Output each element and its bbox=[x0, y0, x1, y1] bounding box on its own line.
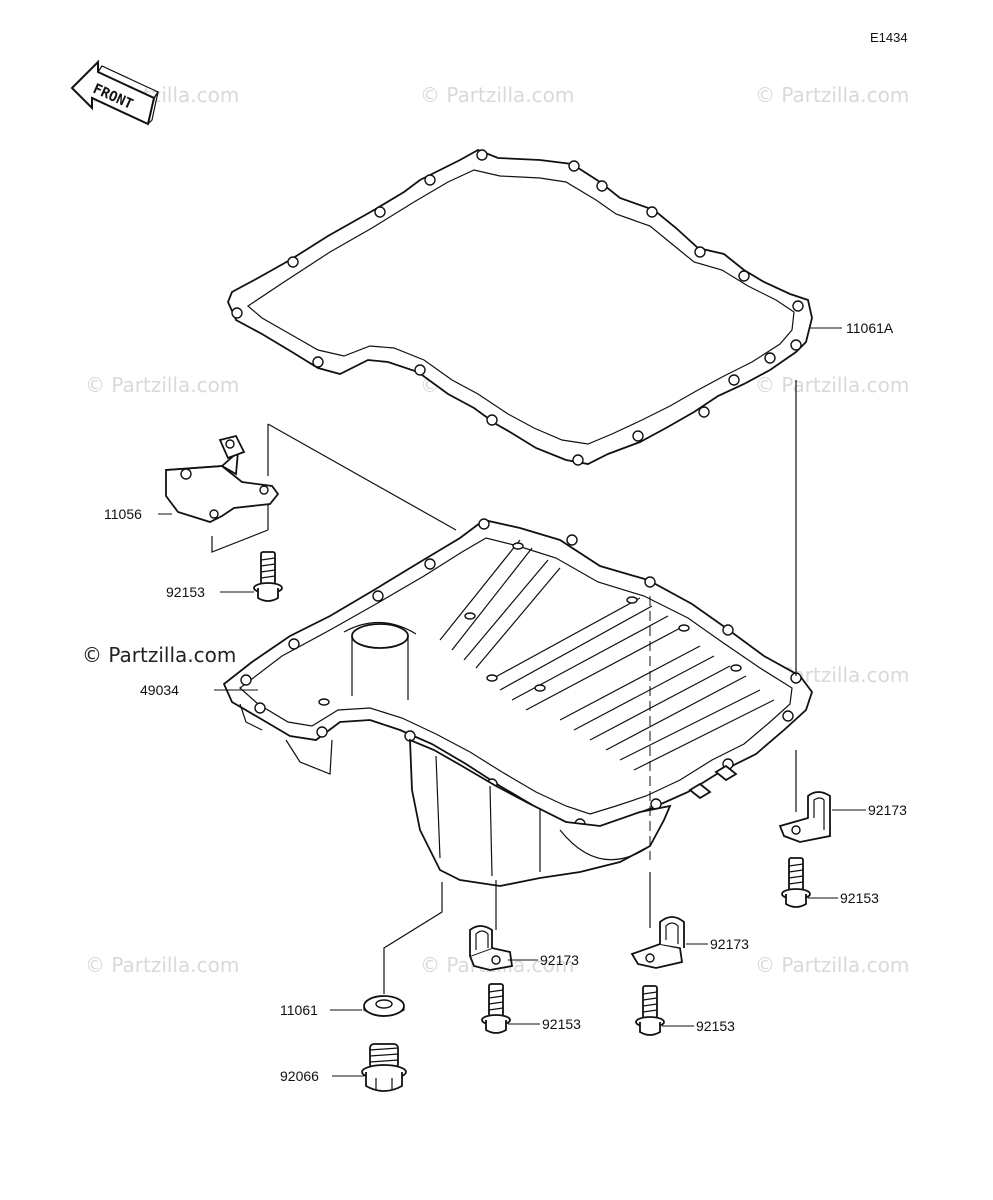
watermark: © Partzilla.com bbox=[85, 373, 239, 397]
watermark: © Partzilla.com bbox=[85, 953, 239, 977]
alignment-line bbox=[383, 882, 443, 994]
callout-clamp-right: 92173 bbox=[868, 802, 907, 818]
callout-gasket-small: 11061 bbox=[280, 1002, 318, 1018]
callout-bolt-center: 92153 bbox=[696, 1018, 735, 1034]
bolt-part bbox=[635, 985, 665, 1036]
watermark: © Partzilla.com bbox=[755, 83, 909, 107]
watermark: © Partzilla.com bbox=[755, 373, 909, 397]
clamp-part bbox=[778, 791, 832, 843]
alignment-line bbox=[267, 423, 457, 531]
callout-gasket-large: 11061A bbox=[846, 320, 894, 336]
watermark: © Partzilla.com bbox=[420, 83, 574, 107]
gasket-small-part bbox=[363, 995, 405, 1017]
callout-clamp-center: 92173 bbox=[710, 936, 749, 952]
oil-pan-part bbox=[222, 518, 814, 887]
watermark: © Partzilla.com bbox=[755, 953, 909, 977]
callout-bolt-middle: 92153 bbox=[542, 1016, 581, 1032]
diagram-code: E1434 bbox=[870, 30, 908, 45]
alignment-line bbox=[211, 529, 269, 553]
clamp-part bbox=[630, 916, 685, 969]
front-arrow-icon: FRONT bbox=[70, 59, 159, 126]
bolt-part bbox=[253, 551, 283, 602]
bolt-part bbox=[481, 983, 511, 1034]
callout-bracket: 11056 bbox=[104, 506, 142, 522]
brand-notice: © Partzilla.com bbox=[82, 643, 236, 667]
bracket-part bbox=[165, 434, 280, 523]
callout-drain-plug: 92066 bbox=[280, 1068, 319, 1084]
callout-oil-pan: 49034 bbox=[140, 682, 179, 698]
callout-clamp-middle: 92173 bbox=[540, 952, 579, 968]
callout-bolt-bracket: 92153 bbox=[166, 584, 205, 600]
clamp-part bbox=[468, 925, 514, 971]
bolt-part bbox=[781, 857, 811, 908]
gasket-large-part bbox=[227, 149, 813, 466]
drain-plug-part bbox=[361, 1043, 407, 1092]
callout-bolt-right: 92153 bbox=[840, 890, 879, 906]
